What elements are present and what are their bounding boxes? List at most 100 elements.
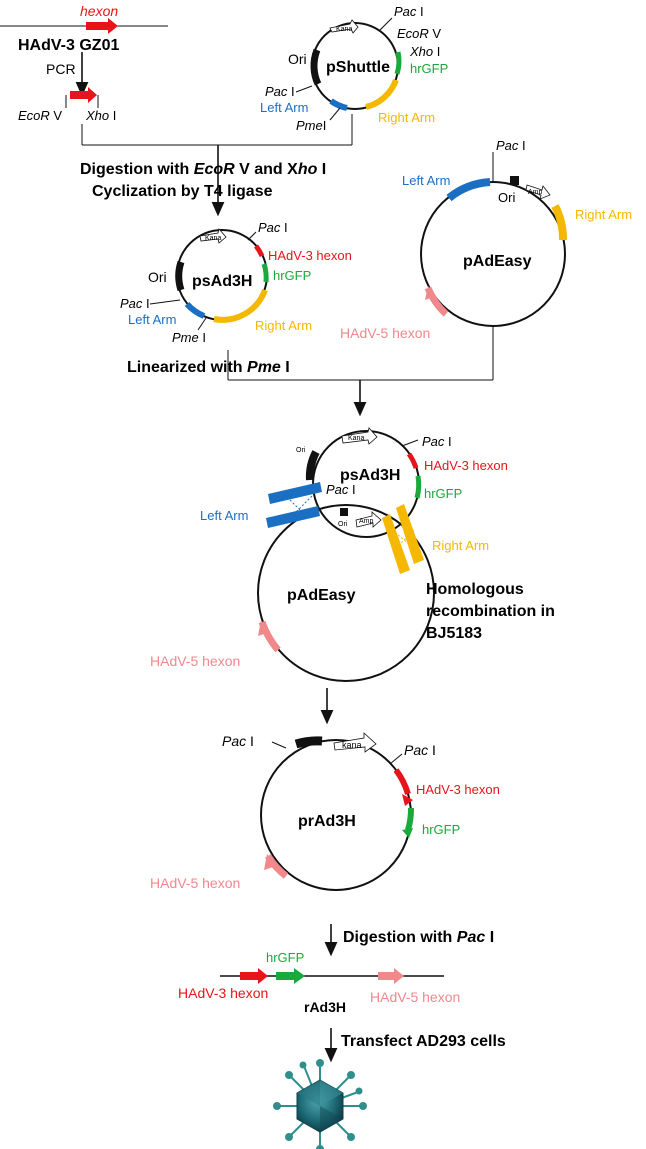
kana-label: Kana (336, 26, 352, 33)
linear-rad3h: hrGFP HAdV-3 hexon rAd3H HAdV-5 hexon (178, 950, 460, 1015)
hrgfp-label: hrGFP (273, 268, 311, 283)
kana-label: Kana (205, 235, 221, 242)
hexon-pcr-section: hexon HAdV-3 GZ01 PCR EcoR V Xho I (0, 3, 168, 145)
right-arm-lower (382, 514, 410, 574)
hadv5-label: HAdV-5 hexon (370, 989, 460, 1005)
pac-left-site: Pac I (120, 296, 150, 311)
kana-label: Kana (348, 435, 364, 442)
right-arm-label: Right Arm (255, 318, 312, 333)
pac-tick (401, 439, 419, 447)
hrgfp-label: hrGFP (424, 486, 462, 501)
pac-left-tick (149, 299, 181, 305)
step2-text: Linearized with Pme I (127, 359, 290, 376)
pac-site: Pac I (258, 220, 288, 235)
right-arm-segment (213, 288, 268, 323)
ori-bottom-label: Ori (338, 521, 348, 528)
hadv5-label: HAdV-5 hexon (150, 653, 240, 669)
step-pac-digest: Digestion with Pac I (324, 924, 494, 957)
pac-left-tick (271, 741, 287, 749)
right-arm-label: Right Arm (378, 110, 435, 125)
step-transfect: Transfect AD293 cells (324, 1028, 506, 1063)
pac-mid-site: Pac I (326, 482, 356, 497)
xho-site: Xho I (409, 44, 440, 59)
left-arm-label: Left Arm (402, 173, 450, 188)
recomb-note-2: recombination in (426, 603, 555, 620)
recomb-note-3: BJ5183 (426, 625, 482, 642)
recomb-note-1: Homologous (426, 581, 524, 598)
pac-left-site: Pac I (222, 733, 254, 749)
hadv3-label: HAdV-3 hexon (268, 248, 352, 263)
kana-label: kana (342, 740, 362, 750)
amp-label: Amp (528, 189, 543, 196)
ori-top-label: Ori (296, 447, 306, 454)
pcr-label: PCR (46, 61, 76, 77)
crossover-left-2 (291, 495, 313, 517)
step4-text: Transfect AD293 cells (341, 1033, 506, 1050)
ecorv-site: EcoR V (18, 108, 62, 123)
hadv5-arrowhead (264, 854, 276, 870)
hadv3-label: HAdV-3 hexon (424, 458, 508, 473)
psad3h-plasmid-1: Kana Pac I HAdV-3 hexon hrGFP psAd3H Ori… (120, 220, 352, 380)
hadv3-segment (253, 244, 265, 258)
hexon-arrow (86, 18, 118, 34)
left-arm-segment (329, 98, 348, 111)
pac-left-tick (295, 85, 313, 93)
crossover-left-1 (289, 499, 311, 521)
ori-label: Ori (288, 51, 307, 67)
left-arm-segment (184, 301, 206, 319)
padeasy-ring-2 (257, 504, 435, 682)
right-arm-label: Right Arm (432, 538, 489, 553)
right-arm-segment (551, 204, 568, 241)
crossover-right-1 (391, 529, 415, 549)
hrgfp-segment (405, 807, 415, 831)
left-arm-segment (446, 178, 491, 202)
crossover-right-2 (393, 529, 415, 551)
left-arm-upper (268, 482, 322, 504)
prad3h-name: prAd3H (298, 813, 356, 830)
kana-arrow (333, 732, 377, 753)
pac-site: Pac I (394, 4, 424, 19)
ori-label: Ori (148, 269, 167, 285)
pac-left-site: Pac I (265, 84, 295, 99)
hadv3-label: HAdV-3 hexon (416, 782, 500, 797)
ori-box (340, 508, 348, 516)
pac-site: Pac I (496, 138, 526, 153)
step-digest-cyclize: Digestion with EcoR V and Xho I Cyclizat… (80, 144, 352, 217)
ori-segment (305, 450, 320, 481)
ori-segment (294, 736, 323, 749)
hadv3-segment (393, 768, 411, 795)
kana-arrow (341, 427, 378, 445)
ori-segment (175, 260, 185, 292)
left-arm-label: Left Arm (128, 312, 176, 327)
step1-line2: Cyclization by T4 ligase (92, 183, 273, 200)
xho-site: Xho I (85, 108, 116, 123)
hrgfp-label: hrGFP (410, 61, 448, 76)
hrgfp-arrowhead (402, 828, 413, 838)
kana-arrow (329, 19, 359, 34)
pme-site: Pme I (172, 330, 206, 345)
strain-label: HAdV-3 GZ01 (18, 37, 119, 54)
kana-arrow (199, 228, 227, 244)
amp-arrow (525, 184, 551, 200)
hrgfp-segment (414, 475, 422, 499)
left-arm-label: Left Arm (260, 100, 308, 115)
hrgfp-segment (261, 263, 269, 283)
hadv5-arrowhead (425, 286, 436, 300)
step3-text: Digestion with Pac I (343, 929, 494, 946)
psad3h-name: psAd3H (192, 273, 252, 290)
pac-tick (247, 231, 257, 241)
pshuttle-name: pShuttle (326, 59, 390, 76)
pme-site: PmeI (296, 118, 326, 133)
left-arm-lower (266, 506, 320, 528)
hexon-label: hexon (80, 3, 118, 19)
hadv5-arrow (378, 968, 404, 984)
pac-site: Pac I (422, 434, 452, 449)
rad3h-name: rAd3H (304, 999, 346, 1015)
hrgfp-segment (394, 51, 402, 75)
prad3h-plasmid: kana Pac I Pac I HAdV-3 hexon hrGFP prAd… (150, 732, 500, 891)
padeasy-name: pAdEasy (463, 253, 532, 270)
pme-tick (329, 107, 341, 121)
psad3h-name-2: psAd3H (340, 467, 400, 484)
hadv3-segment (406, 452, 419, 469)
